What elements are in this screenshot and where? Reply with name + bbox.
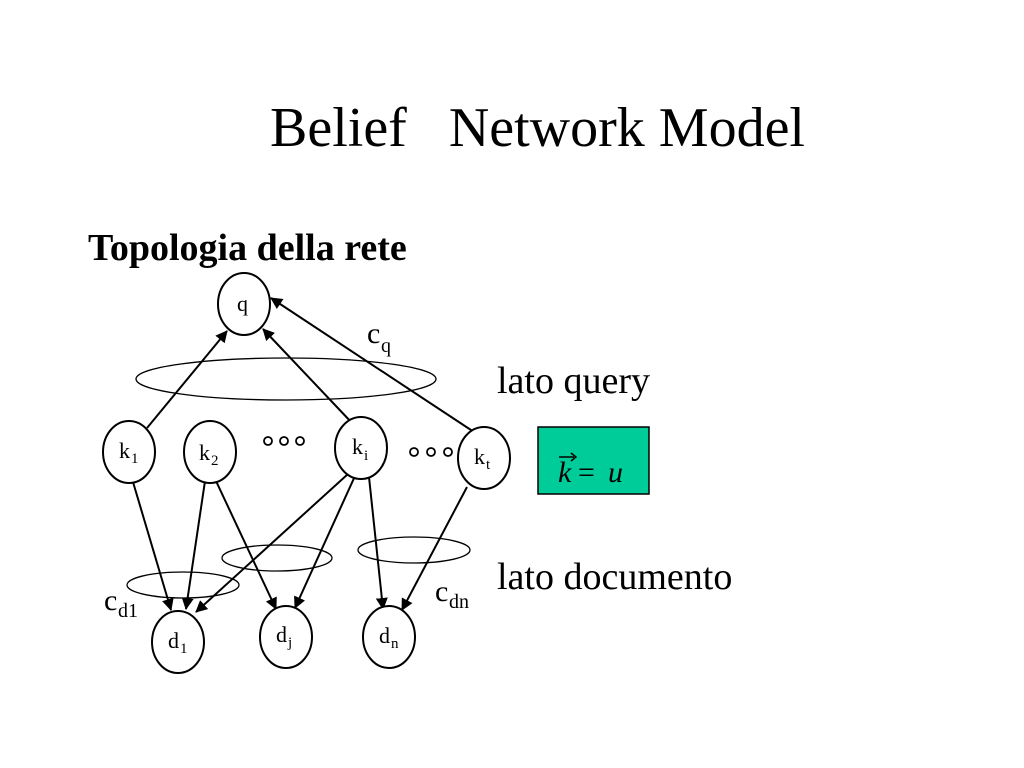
equation-rhs: u <box>608 456 623 489</box>
edge-k2-to-d1 <box>181 480 206 610</box>
context-label-cd1: c d1 <box>104 584 138 622</box>
query-side-label: lato query <box>497 360 651 402</box>
equation-lhs: k <box>558 456 572 489</box>
slide-title: Belief Network Model <box>270 97 805 159</box>
doc-context-ring-dj <box>221 544 333 572</box>
edge-ki-to-dn <box>368 476 388 610</box>
node-ki: k i <box>334 416 388 480</box>
ellipsis-dots-left <box>263 436 305 446</box>
node-dj-label: d <box>276 622 287 647</box>
node-q: q <box>217 272 271 336</box>
node-kt: k t <box>457 426 511 490</box>
node-ki-label: k <box>352 434 363 459</box>
edge-k1-to-q <box>146 330 228 429</box>
node-dn-label: d <box>379 623 390 648</box>
node-k1-subscript: 1 <box>131 451 139 467</box>
svg-text:dn: dn <box>449 591 469 613</box>
context-label-cdn: c dn <box>435 575 469 613</box>
edge-ki-to-dj <box>294 475 356 609</box>
context-label-cq: c q <box>367 317 391 357</box>
node-q-label: q <box>237 291 248 316</box>
node-kt-label: k <box>474 444 485 469</box>
edge-k2-to-dj <box>215 480 277 610</box>
svg-text:c: c <box>104 584 117 617</box>
node-k1-label: k <box>119 438 130 463</box>
edge-ki-to-d1 <box>195 473 349 613</box>
node-k2-subscript: 2 <box>211 453 219 469</box>
node-dj-subscript: j <box>287 635 292 651</box>
node-k1: k 1 <box>102 420 156 484</box>
edge-k1-to-d1 <box>132 481 174 611</box>
equation-operator: = <box>578 456 595 489</box>
equation-box: k = u <box>537 426 650 495</box>
edge-kt-to-q <box>270 297 475 433</box>
query-context-ring <box>135 357 437 401</box>
node-d1-subscript: 1 <box>180 641 188 657</box>
node-kt-subscript: t <box>486 457 491 473</box>
node-d1: d 1 <box>151 610 205 674</box>
ellipsis-dots-right <box>409 447 453 457</box>
node-dn: d n <box>362 605 416 669</box>
node-d1-label: d <box>168 628 179 653</box>
svg-text:q: q <box>381 335 391 357</box>
svg-text:d1: d1 <box>118 600 138 622</box>
slide-subtitle: Topologia della rete <box>88 227 407 269</box>
node-k2: k 2 <box>183 420 237 484</box>
svg-text:c: c <box>435 575 448 608</box>
doc-context-ring-d1 <box>126 571 240 599</box>
doc-context-ring-dn <box>357 536 471 564</box>
vector-arrowhead-icon <box>570 452 578 462</box>
svg-text:c: c <box>367 317 380 350</box>
node-dn-subscript: n <box>391 636 399 652</box>
edge-ki-to-q <box>262 328 354 425</box>
edge-kt-to-dn <box>401 486 468 611</box>
node-dj: d j <box>259 605 313 669</box>
document-side-label: lato documento <box>497 556 733 598</box>
node-ki-subscript: i <box>364 448 368 464</box>
node-k2-label: k <box>199 440 210 465</box>
